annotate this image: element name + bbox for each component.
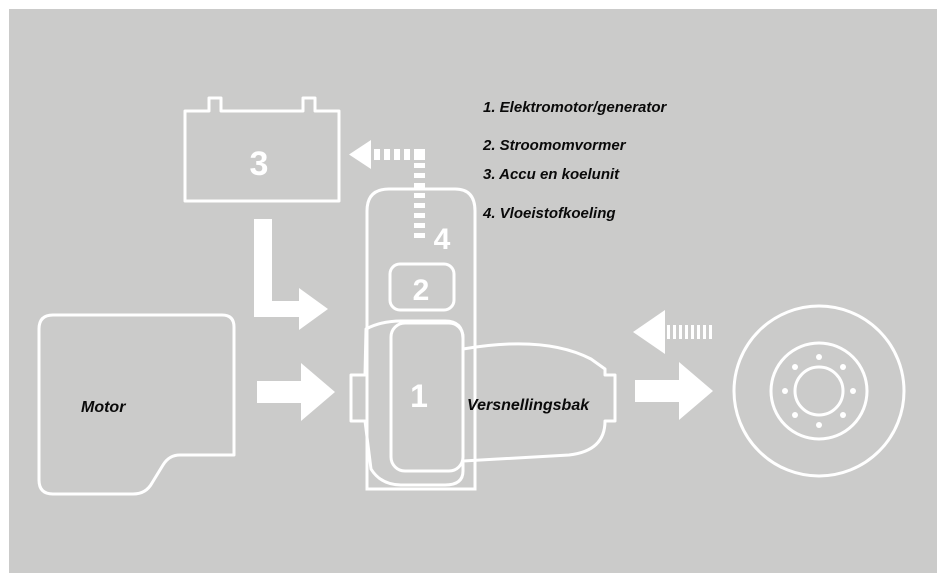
cooling-number: 4 <box>434 223 451 256</box>
regen-dot <box>703 325 706 339</box>
cooling-dot <box>394 149 400 160</box>
inverter-housing <box>365 187 477 491</box>
gearbox-outline <box>349 319 617 487</box>
cooling-corner <box>414 149 425 160</box>
cooling-flow-arrow-up <box>349 140 425 238</box>
wheel-outer-ring <box>732 304 906 478</box>
cooling-arrowhead-left <box>349 140 371 169</box>
regeneration-arrow <box>633 310 712 354</box>
regen-arrowhead-left <box>633 310 665 354</box>
cooling-dot <box>384 149 390 160</box>
cooling-dot <box>414 233 425 238</box>
inverter-outline <box>388 262 456 312</box>
cooling-dot <box>414 173 425 178</box>
battery-number: 3 <box>250 145 269 183</box>
wheel-bolt <box>792 412 798 418</box>
wheel-center-bore <box>793 365 845 417</box>
hybrid-drivetrain-diagram: 3 4 2 <box>37 96 906 496</box>
regen-dot <box>673 325 676 339</box>
regen-dot <box>667 325 670 339</box>
regen-dot <box>709 325 712 339</box>
battery-to-motor-arrow <box>254 219 328 330</box>
cooling-dot <box>404 149 410 160</box>
wheel <box>732 304 906 478</box>
wheel-bolt <box>782 388 788 394</box>
gearbox-label: Versnellingsbak <box>467 397 590 414</box>
cooling-dot <box>414 183 425 188</box>
engine-block: Motor <box>37 313 236 496</box>
wheel-bolt <box>850 388 856 394</box>
battery-unit: 3 <box>183 96 341 203</box>
battery-flow-arrow <box>254 219 328 330</box>
wheel-bolt <box>840 412 846 418</box>
legend-item-4: 4. Vloeistofkoeling <box>482 205 616 222</box>
cooling-dot <box>414 163 425 168</box>
engine-to-transmission-arrow <box>257 363 335 421</box>
wheel-bolt <box>816 354 822 360</box>
diagram-canvas: 3 4 2 <box>9 9 937 573</box>
regen-dot <box>697 325 700 339</box>
regen-dot <box>691 325 694 339</box>
cooling-dot <box>414 193 425 198</box>
cooling-dot <box>374 149 380 160</box>
cooling-dot <box>414 223 425 228</box>
legend: 1. Elektromotor/generator 2. Stroomomvor… <box>482 99 668 222</box>
engine-label: Motor <box>81 399 126 416</box>
cooling-dot <box>414 213 425 218</box>
wheel-hub-ring <box>769 341 869 441</box>
cooling-dot <box>414 203 425 208</box>
wheel-bolt <box>816 422 822 428</box>
inverter-unit: 2 <box>388 262 456 312</box>
gearbox-to-wheel-arrow <box>635 362 713 420</box>
legend-item-2: 2. Stroomomvormer <box>482 137 627 154</box>
motor-generator-outline <box>389 321 465 473</box>
legend-item-3: 3. Accu en koelunit <box>483 166 620 183</box>
inverter-number: 2 <box>413 274 430 307</box>
motor-generator-number: 1 <box>410 378 428 414</box>
battery-outline <box>183 96 341 203</box>
legend-item-1: 1. Elektromotor/generator <box>483 99 668 116</box>
wheel-bolt <box>792 364 798 370</box>
regen-dot <box>679 325 682 339</box>
wheel-bolt <box>840 364 846 370</box>
engine-outline <box>37 313 236 496</box>
regen-dot <box>685 325 688 339</box>
motor-generator-unit: 1 <box>389 321 465 473</box>
